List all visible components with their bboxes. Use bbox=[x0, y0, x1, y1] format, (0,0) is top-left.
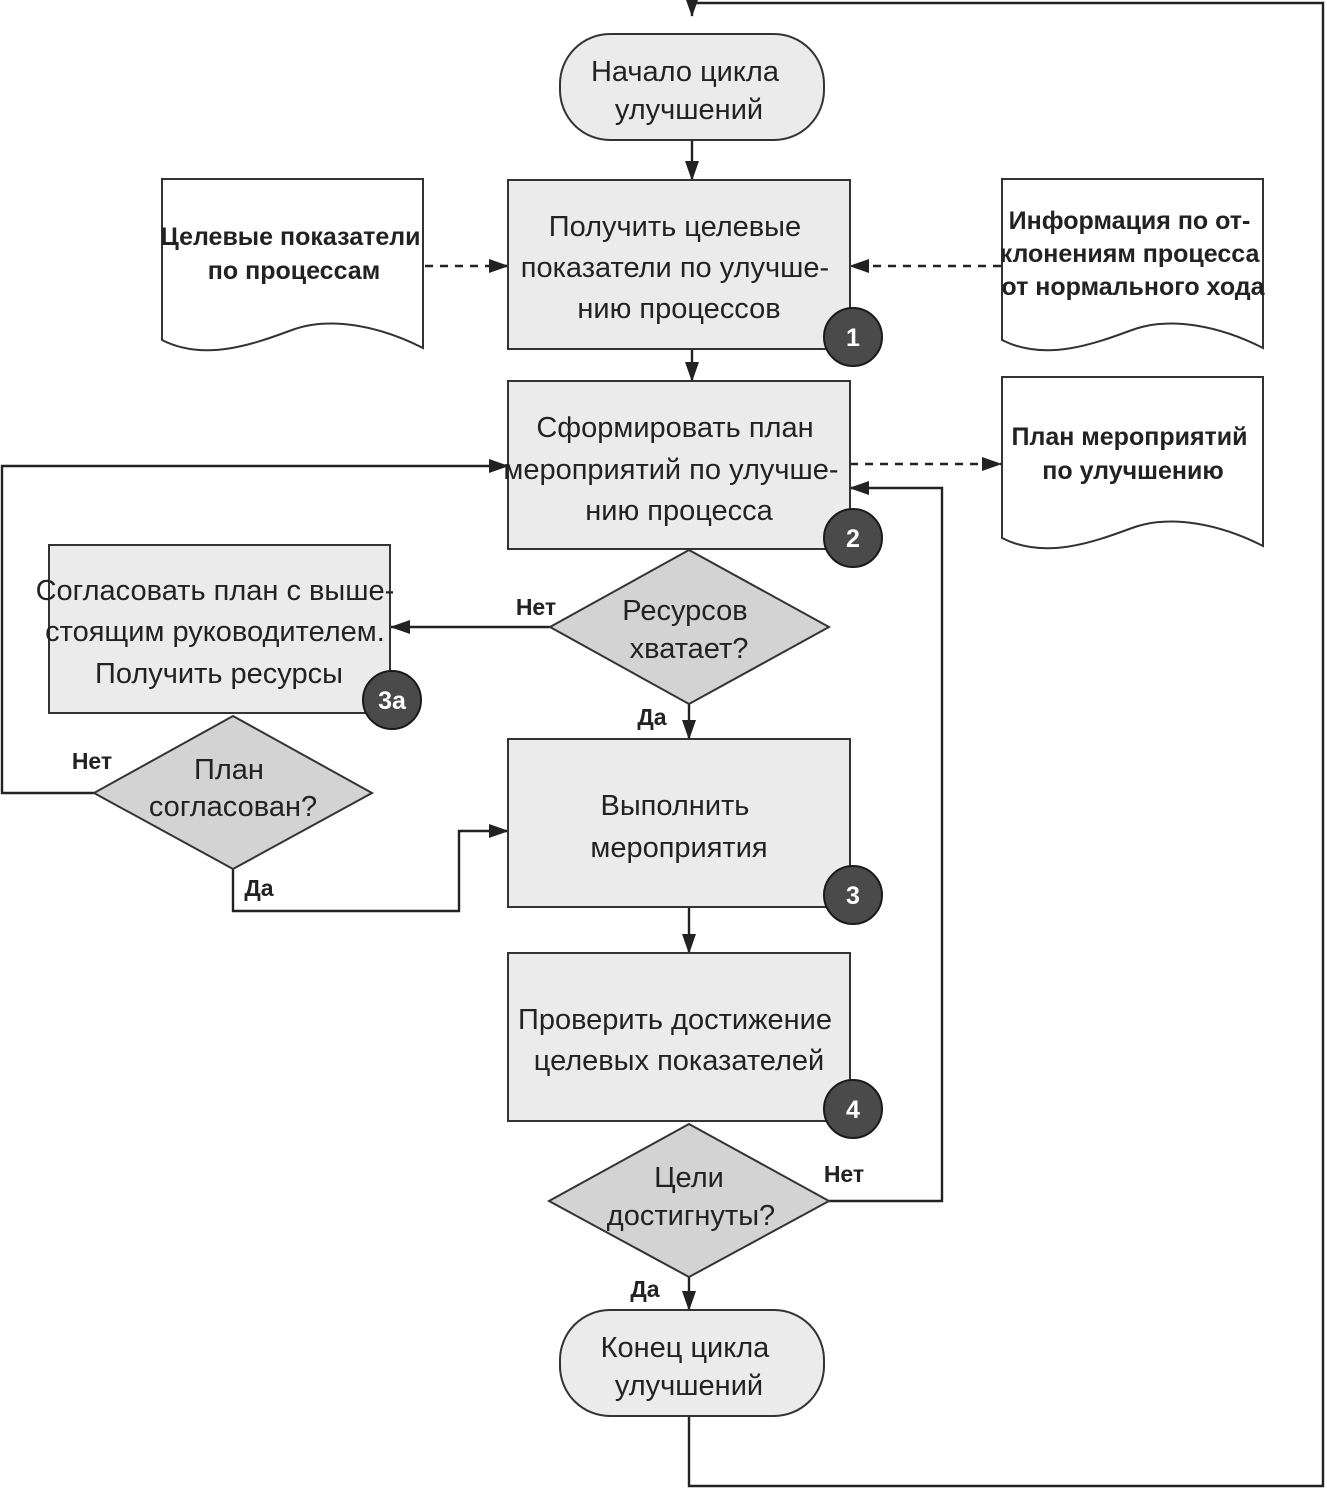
goals-yes-label: Да bbox=[630, 1276, 659, 1302]
step1-box: Получить целевые показатели по улучше- н… bbox=[507, 179, 883, 367]
step2-number-badge bbox=[823, 508, 883, 568]
step3a-number: 3а bbox=[378, 687, 407, 715]
goals-no-label: Нет bbox=[824, 1161, 864, 1187]
step4-number-badge bbox=[823, 1079, 883, 1139]
step3a-box: Согласовать план с выше- стоящим руковод… bbox=[36, 544, 422, 730]
goals-no-arrow bbox=[829, 481, 944, 1203]
goals-decision-label: Цели достигнуты? bbox=[607, 1162, 775, 1232]
loop-return-connector bbox=[685, 0, 1325, 1488]
step4-label: Проверить достижение целевых показателей bbox=[518, 1004, 840, 1077]
step2-number: 2 bbox=[846, 525, 860, 553]
goals-decision: Цели достигнуты? Нет Да bbox=[546, 1122, 864, 1302]
step3-number-badge bbox=[823, 865, 883, 925]
agreed-yes-label: Да bbox=[244, 875, 273, 901]
targets-document: Целевые показатели по процессам bbox=[161, 178, 428, 352]
resources-decision: Ресурсов хватает? Нет Да bbox=[516, 548, 832, 730]
step1-label: Получить целевые показатели по улучше- н… bbox=[521, 211, 837, 325]
step3-label: Выполнить мероприятия bbox=[590, 790, 767, 864]
end-label: Конец цикла улучшений bbox=[601, 1332, 778, 1402]
plan-document-label: План мероприятий по улучшению bbox=[1011, 423, 1254, 485]
agreed-decision: План согласован? Нет Да bbox=[72, 714, 375, 901]
agreed-no-arrow bbox=[0, 459, 509, 795]
step3a-label: Согласовать план с выше- стоящим руковод… bbox=[36, 575, 403, 690]
agreed-decision-label: План согласован? bbox=[149, 754, 317, 823]
agreed-yes-arrow bbox=[231, 824, 509, 913]
start-terminator: Начало цикла улучшений bbox=[559, 33, 825, 141]
step3a-number-badge bbox=[362, 670, 422, 730]
step3-box: Выполнить мероприятия 3 bbox=[507, 738, 883, 925]
resources-no-label: Нет bbox=[516, 594, 556, 620]
step1-number-badge bbox=[823, 307, 883, 367]
deviations-document-label: Информация по от- клонениям процесса от … bbox=[1000, 207, 1267, 301]
step3-number: 3 bbox=[846, 882, 860, 910]
step2-box: Сформировать план мероприятий по улучше-… bbox=[503, 380, 883, 568]
step4-number: 4 bbox=[846, 1096, 860, 1124]
start-label: Начало цикла улучшений bbox=[591, 56, 787, 126]
step4-box: Проверить достижение целевых показателей… bbox=[507, 952, 883, 1139]
resources-decision-label: Ресурсов хватает? bbox=[622, 595, 755, 665]
resources-yes-label: Да bbox=[637, 704, 666, 730]
step1-number: 1 bbox=[846, 324, 860, 352]
plan-document: План мероприятий по улучшению bbox=[1001, 376, 1264, 550]
deviations-document: Информация по от- клонениям процесса от … bbox=[1000, 178, 1267, 352]
step2-label: Сформировать план мероприятий по улучше-… bbox=[503, 412, 846, 527]
targets-document-label: Целевые показатели по процессам bbox=[161, 223, 428, 285]
agreed-no-label: Нет bbox=[72, 748, 112, 774]
end-terminator: Конец цикла улучшений bbox=[559, 1309, 825, 1417]
